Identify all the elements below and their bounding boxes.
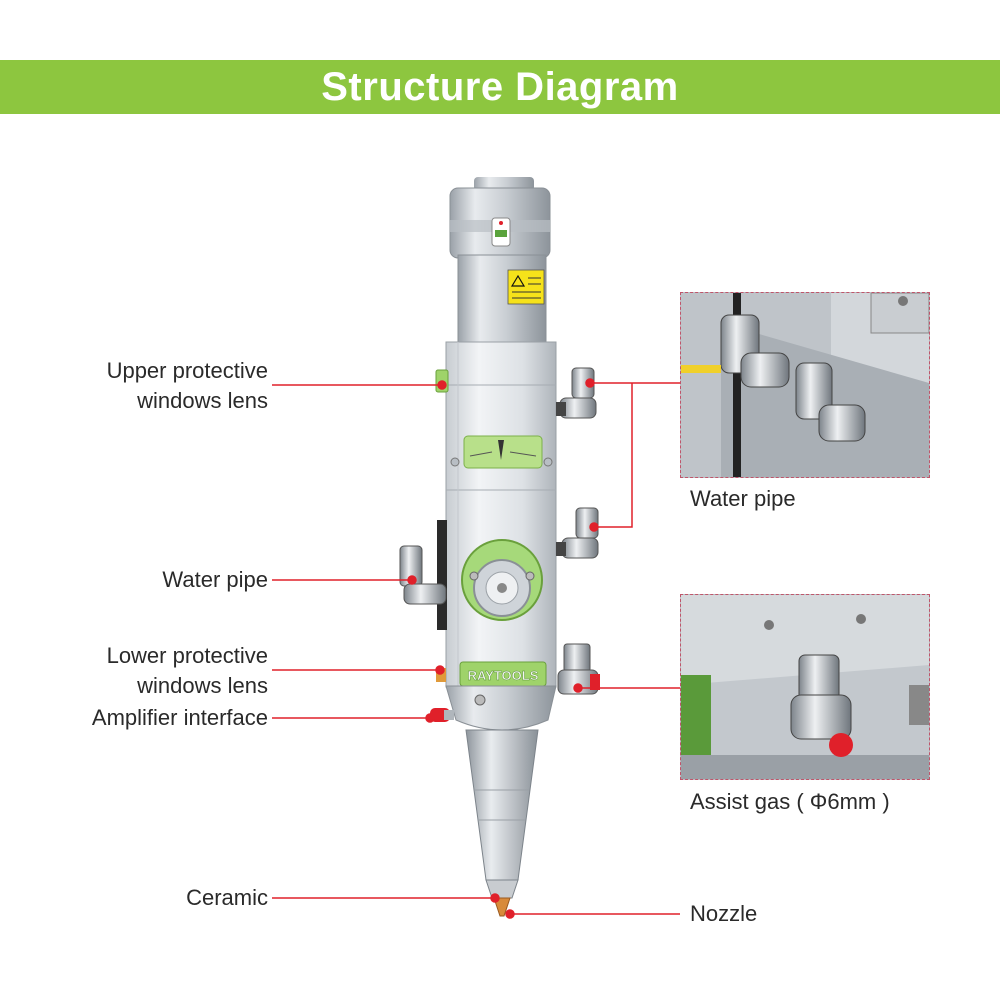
label-amplifier-interface: Amplifier interface: [91, 705, 268, 730]
water-pipe-closeup: [680, 292, 930, 478]
label-water-pipe-right: Water pipe: [690, 486, 796, 511]
water-fitting-left: [399, 545, 447, 605]
label-water-pipe-left: Water pipe: [162, 567, 268, 592]
amplifier-connector: [430, 708, 454, 722]
water-fitting-right-lower: [556, 507, 599, 559]
top-cap: [449, 177, 551, 259]
leader-lines: [272, 378, 680, 919]
water-pipe-closeup-image: [681, 293, 929, 477]
brand-plate-text: RAYTOOLS: [468, 668, 539, 683]
label-upper-protective-lens: Upper protective windows lens: [107, 356, 268, 416]
label-nozzle: Nozzle: [690, 901, 758, 926]
lower-collar: [445, 685, 557, 731]
main-body: RAYTOOLS: [435, 341, 557, 688]
label-lower-line1: Lower protective: [106, 643, 268, 668]
upper-tube: [457, 254, 547, 346]
nozzle-cone: [465, 729, 539, 917]
label-upper-line2: windows lens: [137, 388, 268, 413]
water-fitting-right-upper: [556, 367, 597, 419]
label-ceramic: Ceramic: [186, 885, 268, 910]
label-lower-protective-lens: Lower protective windows lens: [107, 641, 268, 701]
title-banner: Structure Diagram: [0, 60, 1000, 114]
assist-gas-closeup: [680, 594, 930, 780]
assist-gas-closeup-image: [681, 595, 929, 779]
label-assist-gas: Assist gas ( Φ6mm ): [690, 789, 890, 814]
page-title: Structure Diagram: [321, 64, 679, 109]
label-upper-line1: Upper protective: [106, 358, 268, 383]
label-lower-line2: windows lens: [137, 673, 268, 698]
